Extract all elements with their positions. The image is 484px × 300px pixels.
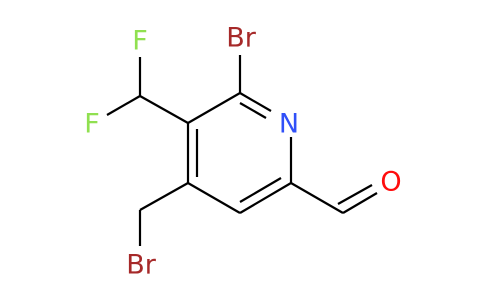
- atom-o-aldehyde: O: [380, 167, 401, 198]
- bond-c5-c4: [187, 182, 241, 214]
- bond-cho-to-o: [342, 192, 378, 214]
- atom-f-top: F: [132, 26, 148, 57]
- bond-c2-n-double: [239, 102, 267, 119]
- bond-c6-to-cho: [290, 182, 344, 214]
- atom-f-left: F: [84, 109, 100, 140]
- bond-c4-to-ch2: [139, 182, 189, 211]
- atom-br-top: Br: [226, 23, 257, 54]
- bond-c2-n: [239, 92, 272, 112]
- bond-c6-c5: [239, 182, 292, 214]
- bond-chf2-to-f-left: [106, 95, 141, 116]
- bond-c3-c2: [187, 92, 241, 124]
- bond-ring-to-chf2: [139, 95, 189, 124]
- atom-br-bottom: Br: [126, 250, 157, 281]
- bond-c6-c5-double: [239, 177, 282, 203]
- atom-n-ring: N: [279, 109, 299, 140]
- bond-cho-to-o-double: [337, 184, 373, 205]
